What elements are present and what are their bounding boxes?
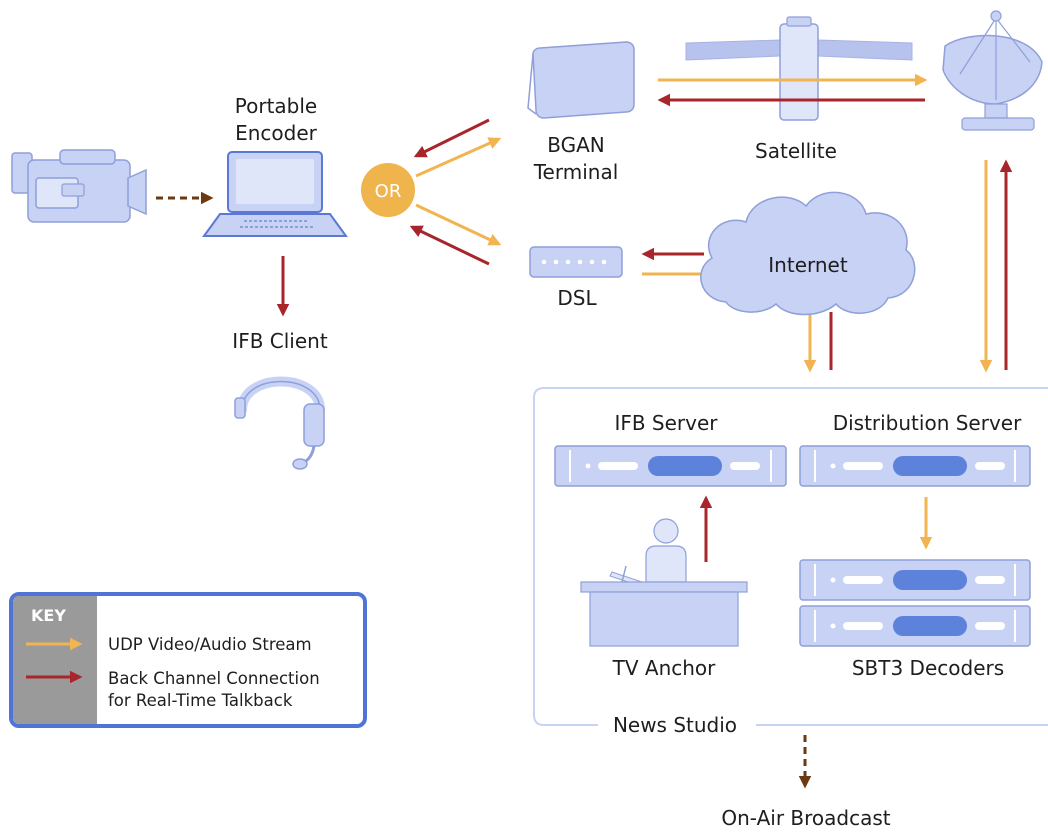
- or-to-dsl-stream-arrow: [415, 203, 502, 246]
- portable-encoder-label-line1: Portable: [235, 94, 317, 118]
- tv-anchor-label: TV Anchor: [612, 656, 717, 680]
- sbt3-decoders-label: SBT3 Decoders: [852, 656, 1004, 680]
- distribution-server-icon: [799, 445, 1031, 487]
- dsl-back-channel-arrow: [409, 225, 490, 266]
- legend-title: KEY: [31, 606, 66, 625]
- sbt3-decoders-icon: [799, 559, 1031, 647]
- ifb-client-label: IFB Client: [232, 329, 328, 353]
- or-to-bgan-stream-arrow: [415, 137, 502, 178]
- legend-udp-label: UDP Video/Audio Stream: [108, 635, 312, 654]
- ifb-server-label: IFB Server: [614, 411, 718, 435]
- dsl-modem-icon: [529, 246, 623, 278]
- distribution-server-label: Distribution Server: [833, 411, 1022, 435]
- satellite-dish-icon: [942, 10, 1043, 131]
- bgan-terminal-icon: [527, 41, 635, 119]
- satellite-icon: [685, 16, 913, 121]
- tv-anchor-icon: [580, 518, 748, 647]
- internet-cloud-icon: [700, 191, 916, 316]
- video-camera-icon: [11, 149, 147, 223]
- laptop-icon: [202, 151, 348, 237]
- dsl-label: DSL: [557, 286, 597, 310]
- bgan-label-line1: BGAN: [547, 133, 605, 157]
- ifb-server-icon: [554, 445, 787, 487]
- bgan-back-channel-arrow: [413, 118, 490, 158]
- headset-icon: [234, 376, 325, 470]
- portable-encoder-label-line2: Encoder: [235, 121, 318, 145]
- or-badge: OR: [361, 163, 415, 217]
- bgan-label-line2: Terminal: [533, 160, 619, 184]
- news-studio-border: [533, 387, 1048, 726]
- or-label: OR: [375, 181, 402, 202]
- satellite-label: Satellite: [755, 139, 837, 163]
- on-air-broadcast-label: On-Air Broadcast: [721, 806, 890, 830]
- legend-back-channel-label-line2: for Real-Time Talkback: [108, 691, 293, 710]
- legend-key: KEY UDP Video/Audio Stream Back Channel …: [9, 592, 367, 728]
- news-studio-label: News Studio: [613, 713, 737, 737]
- legend-back-channel-label-line1: Back Channel Connection: [108, 669, 320, 688]
- internet-label: Internet: [768, 253, 848, 277]
